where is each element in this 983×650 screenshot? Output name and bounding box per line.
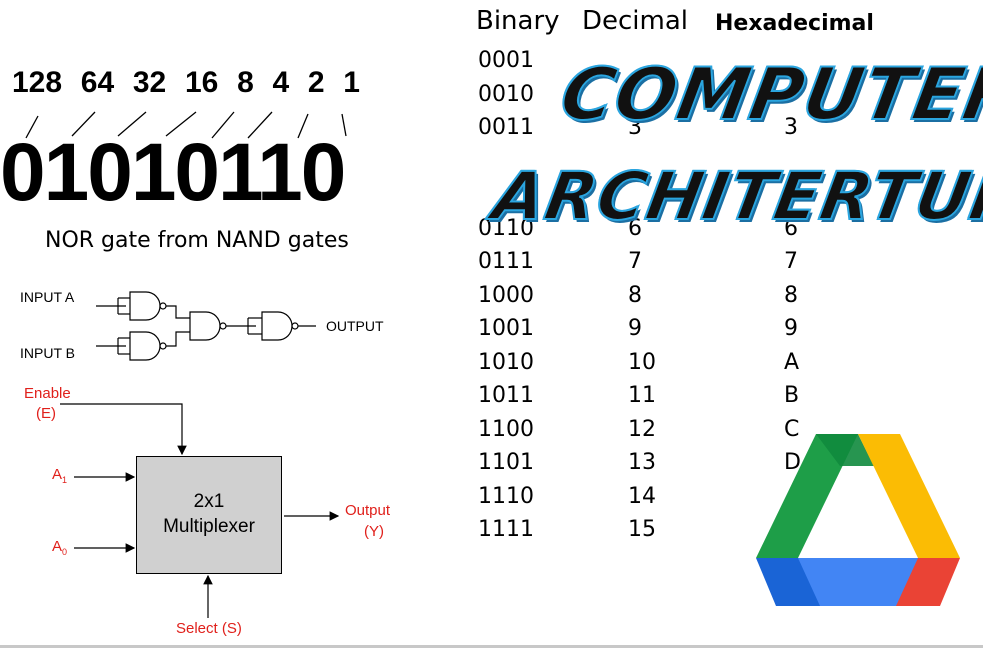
bit-weight: 32 [132, 66, 167, 99]
table-cell-bin: 1001 [478, 316, 534, 341]
table-cell-bin: 1110 [478, 483, 534, 509]
output-label: OUTPUT [326, 318, 384, 334]
bit-weight: 8 [237, 66, 254, 99]
binary-number: 01010110 [0, 127, 346, 218]
mux-input-a0-label: A0 [52, 538, 68, 557]
nor-diagram-title: NOR gate from NAND gates [45, 228, 349, 253]
mux-select-label: Select (S) [176, 620, 242, 637]
drive-green-segment [756, 434, 858, 558]
table-cell-dec: 10 [628, 349, 656, 375]
input-a-label: INPUT A [20, 289, 75, 305]
bit-weight: 64 [80, 66, 115, 99]
drive-blue-segment [776, 558, 940, 606]
mux-output-label: Output [345, 502, 391, 519]
bit-weight: 1 [343, 66, 360, 99]
table-cell-dec: 7 [628, 249, 642, 274]
table-cell-hex: D [784, 450, 801, 475]
table-cell-dec: 14 [628, 483, 656, 509]
nor-gate-diagram: INPUT A INPUT B OUTPUT [20, 289, 384, 361]
table-cell-hex: 3 [784, 115, 798, 140]
input-b-label: INPUT B [20, 345, 75, 361]
table-cell-hex: C [784, 416, 800, 442]
table-header-decimal: Decimal [582, 6, 689, 36]
table-cell-bin: 1101 [478, 450, 534, 475]
bit-pointer-lines [25, 111, 347, 139]
mux-enable-abbr: (E) [36, 405, 56, 422]
table-cell-dec: 11 [628, 383, 656, 408]
table-cell-dec: 8 [628, 282, 642, 308]
mux-enable-label: Enable [24, 385, 71, 402]
google-drive-icon [756, 434, 960, 606]
table-cell-bin: 0011 [478, 115, 534, 140]
mux-box-line2: Multiplexer [163, 516, 255, 537]
table-cell-hex: 8 [784, 282, 798, 308]
drive-yellow-segment [858, 434, 960, 558]
table-cell-hex: 9 [784, 316, 798, 341]
bit-weight: 4 [272, 66, 290, 99]
table-cell-bin: 0111 [478, 249, 534, 274]
mux-box-line1: 2x1 [193, 491, 225, 513]
bottom-border [0, 645, 983, 648]
table-cell-dec: 15 [628, 517, 656, 542]
bit-weight: 128 [12, 66, 63, 99]
course-title-line2: ARCHITERTURE I [486, 157, 983, 236]
table-cell-bin: 1100 [478, 416, 534, 442]
table-cell-bin: 1010 [478, 349, 534, 375]
bit-weight: 16 [184, 66, 219, 99]
table-cell-bin: 1000 [478, 282, 534, 308]
multiplexer-box: 2x1 Multiplexer [136, 456, 282, 574]
table-header-hex: Hexadecimal [715, 11, 874, 36]
table-cell-dec: 6 [628, 215, 642, 241]
table-cell-bin: 1011 [478, 383, 534, 408]
table-cell-hex: 7 [784, 249, 798, 274]
drive-dark-blue-segment [756, 558, 820, 606]
table-cell-dec: 13 [628, 450, 656, 475]
table-cell-bin: 0001 [478, 48, 534, 73]
table-cell-hex: 6 [784, 215, 798, 241]
table-cell-dec: 12 [628, 416, 656, 442]
drive-dark-green-segment [816, 434, 874, 466]
table-cell-bin: 1111 [478, 517, 534, 542]
course-title-line1: COMPUTER [554, 51, 983, 137]
table-header-binary: Binary [476, 6, 560, 36]
table-cell-dec: 9 [628, 316, 642, 341]
drive-red-segment [896, 558, 960, 606]
table-cell-bin: 0010 [478, 81, 534, 107]
bit-weight: 2 [307, 66, 325, 99]
table-cell-dec: 3 [628, 115, 642, 140]
table-cell-bin: 0110 [478, 215, 534, 241]
bit-weights: 128 64 32 16 8 4 2 1 [12, 66, 360, 100]
table-cell-hex: A [784, 349, 800, 375]
mux-input-a1-label: A1 [52, 466, 68, 485]
table-cell-hex: B [784, 383, 800, 408]
multiplexer-diagram [60, 403, 340, 618]
mux-output-abbr: (Y) [364, 523, 384, 540]
